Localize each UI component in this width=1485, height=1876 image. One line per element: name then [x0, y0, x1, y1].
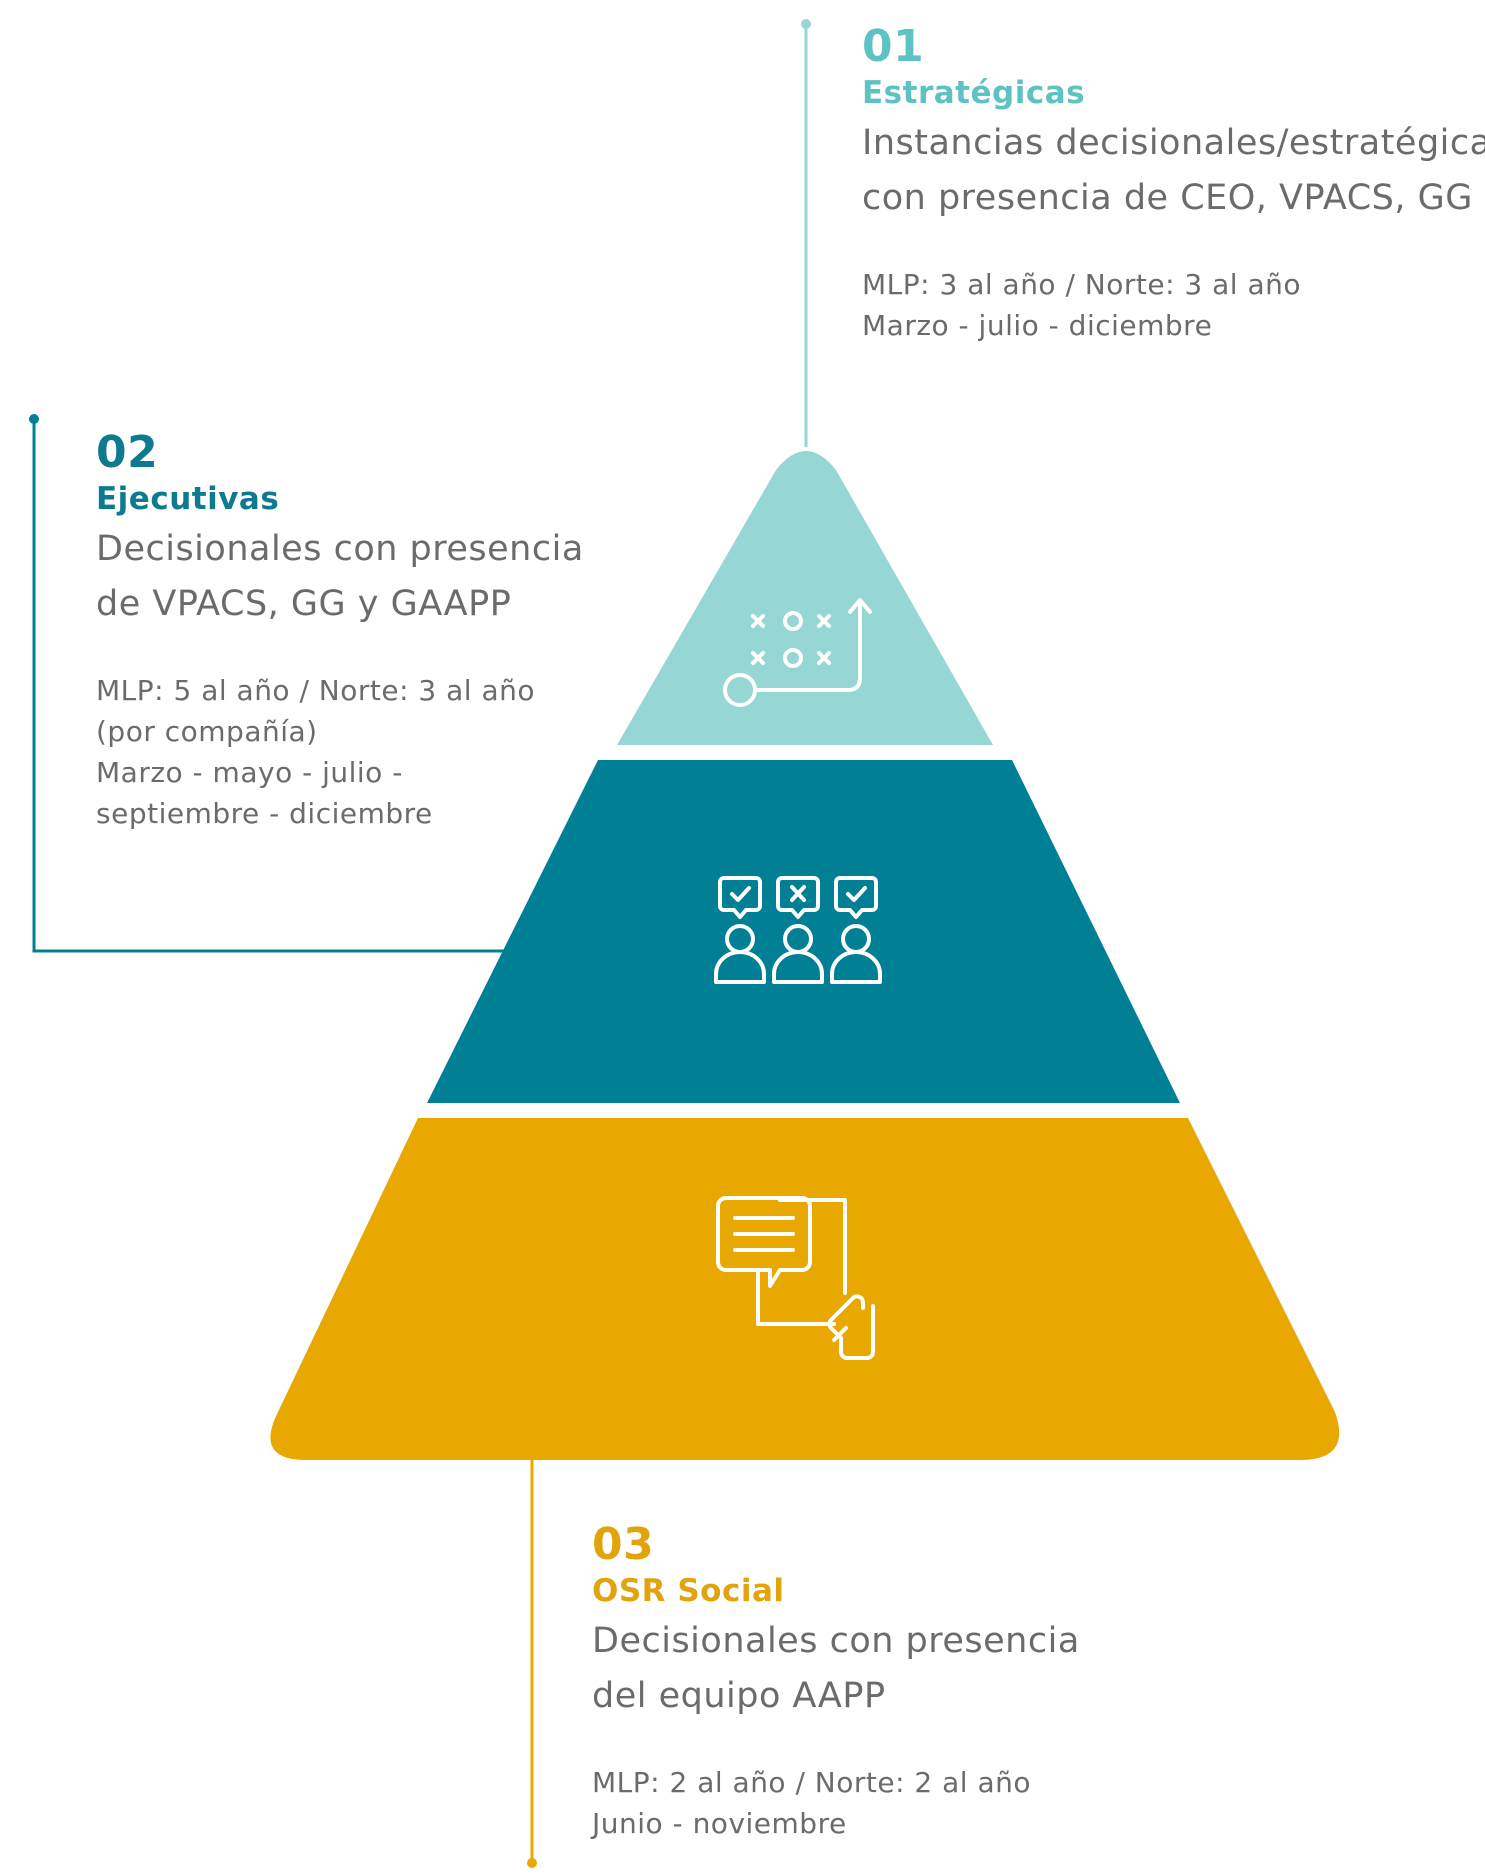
level-02-number: 02 [96, 427, 159, 478]
level-02-block: 02 Ejecutivas Decisionales con presencia… [96, 428, 584, 834]
level-02-frequency-line: MLP: 5 al año / Norte: 3 al año [96, 674, 536, 707]
level-02-frequency-line: Marzo - mayo - julio - [96, 756, 403, 789]
level-03-block: 03 OSR Social Decisionales con presencia… [592, 1520, 1080, 1844]
connector-social [527, 1460, 537, 1868]
tablet-chat-icon [716, 1196, 875, 1360]
voting-people-icon [714, 876, 882, 984]
pyramid-tier-strategic [617, 451, 993, 745]
pyramid-tier-social [270, 1118, 1340, 1460]
level-01-description-line: Instancias decisionales/estratégicas [862, 123, 1485, 163]
level-03-number: 03 [592, 1519, 655, 1570]
level-03-description-line: Decisionales con presencia [592, 1621, 1080, 1661]
level-03-frequency-line: MLP: 2 al año / Norte: 2 al año [592, 1766, 1032, 1799]
level-01-description-line: con presencia de CEO, VPACS, GG [862, 178, 1473, 218]
level-01-description: Instancias decisionales/estratégicas con… [862, 116, 1485, 226]
strategy-play-icon [723, 598, 872, 707]
level-01-frequency: MLP: 3 al año / Norte: 3 al año Marzo - … [862, 264, 1485, 346]
level-03-title: OSR Social [592, 1573, 785, 1609]
connector-strategic [801, 19, 811, 447]
level-01-frequency-line: Marzo - julio - diciembre [862, 309, 1213, 342]
pyramid-tier-executive [427, 760, 1180, 1103]
level-02-frequency-line: (por compañía) [96, 715, 318, 748]
level-01-block: 01 Estratégicas Instancias decisionales/… [862, 22, 1485, 346]
level-02-description-line: de VPACS, GG y GAAPP [96, 584, 512, 624]
level-01-number: 01 [862, 21, 925, 72]
level-03-description: Decisionales con presencia del equipo AA… [592, 1614, 1080, 1724]
connector-executive [29, 414, 514, 953]
level-01-frequency-line: MLP: 3 al año / Norte: 3 al año [862, 268, 1302, 301]
level-03-frequency: MLP: 2 al año / Norte: 2 al año Junio - … [592, 1762, 1080, 1844]
level-02-frequency-line: septiembre - diciembre [96, 797, 433, 830]
level-03-frequency-line: Junio - noviembre [592, 1807, 847, 1840]
level-02-title: Ejecutivas [96, 481, 280, 517]
level-02-description-line: Decisionales con presencia [96, 529, 584, 569]
level-02-description: Decisionales con presencia de VPACS, GG … [96, 522, 584, 632]
level-02-frequency: MLP: 5 al año / Norte: 3 al año (por com… [96, 670, 584, 834]
level-03-description-line: del equipo AAPP [592, 1676, 886, 1716]
level-01-title: Estratégicas [862, 75, 1086, 111]
